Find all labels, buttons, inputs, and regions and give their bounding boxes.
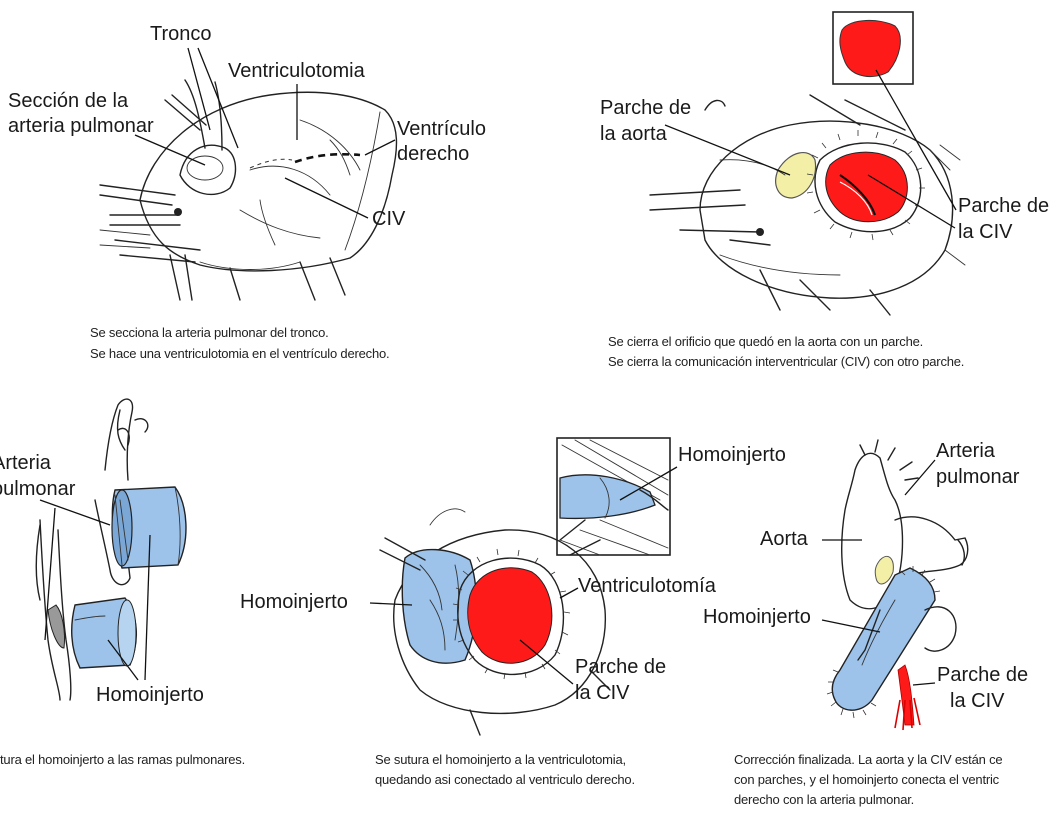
label-arteria-line1: Arteria [0, 452, 51, 475]
caption-4-line1: Se sutura el homoinjerto a la ventriculo… [375, 750, 626, 770]
label-ventriculotomia-4: Ventriculotomía [578, 575, 716, 598]
caption-4-line2: quedando asi conectado al ventriculo der… [375, 770, 635, 790]
label-seccion-line2: arteria pulmonar [8, 115, 154, 138]
label-parche-civ-5-line1: Parche de [937, 664, 1028, 687]
label-ventriculo-line2: derecho [397, 143, 469, 166]
label-parche-civ-line1: Parche de [958, 195, 1049, 218]
panel-2-drawing [650, 12, 965, 315]
label-civ: CIV [372, 208, 405, 231]
caption-2-line1: Se cierra el orificio que quedó en la ao… [608, 332, 923, 352]
label-ventriculotomia: Ventriculotomia [228, 60, 365, 83]
panel-3-drawing [36, 399, 186, 700]
label-parche-civ-line2: la CIV [958, 221, 1012, 244]
caption-3-line1: tura el homoinjerto a las ramas pulmonar… [0, 750, 245, 770]
label-parche-civ-5-line2: la CIV [950, 690, 1004, 713]
label-parche-aorta-line2: la aorta [600, 123, 667, 146]
label-homoinjerto: Homoinjerto [96, 684, 204, 707]
caption-5-line2: con parches, y el homoinjerto conecta el… [734, 770, 999, 790]
label-ventriculo-line1: Ventrículo [397, 118, 486, 141]
label-arteria-5-line2: pulmonar [936, 466, 1019, 489]
caption-5-line1: Corrección finalizada. La aorta y la CIV… [734, 750, 1002, 770]
caption-2-line2: Se cierra la comunicación interventricul… [608, 352, 964, 372]
caption-1-line1: Se secciona la arteria pulmonar del tron… [90, 323, 329, 343]
label-tronco: Tronco [150, 23, 212, 46]
label-arteria-line2: pulmonar [0, 478, 75, 501]
caption-5-line3: derecho con la arteria pulmonar. [734, 790, 914, 810]
label-arteria-5-line1: Arteria [936, 440, 995, 463]
label-aorta: Aorta [760, 528, 808, 551]
label-seccion-line1: Sección de la [8, 90, 128, 113]
label-homoinjerto-5: Homoinjerto [703, 606, 811, 629]
label-parche-civ-4-line2: la CIV [575, 682, 629, 705]
label-homoinjerto-inset: Homoinjerto [678, 444, 786, 467]
label-parche-aorta-line1: Parche de [600, 97, 691, 120]
label-homoinjerto-left: Homoinjerto [240, 591, 348, 614]
panel-1-heart-drawing [100, 80, 396, 300]
panel-2-pointers [665, 70, 956, 228]
label-parche-civ-4-line1: Parche de [575, 656, 666, 679]
inset-civ-patch [840, 20, 900, 76]
caption-1-line2: Se hace una ventriculotomia en el ventrí… [90, 344, 389, 364]
